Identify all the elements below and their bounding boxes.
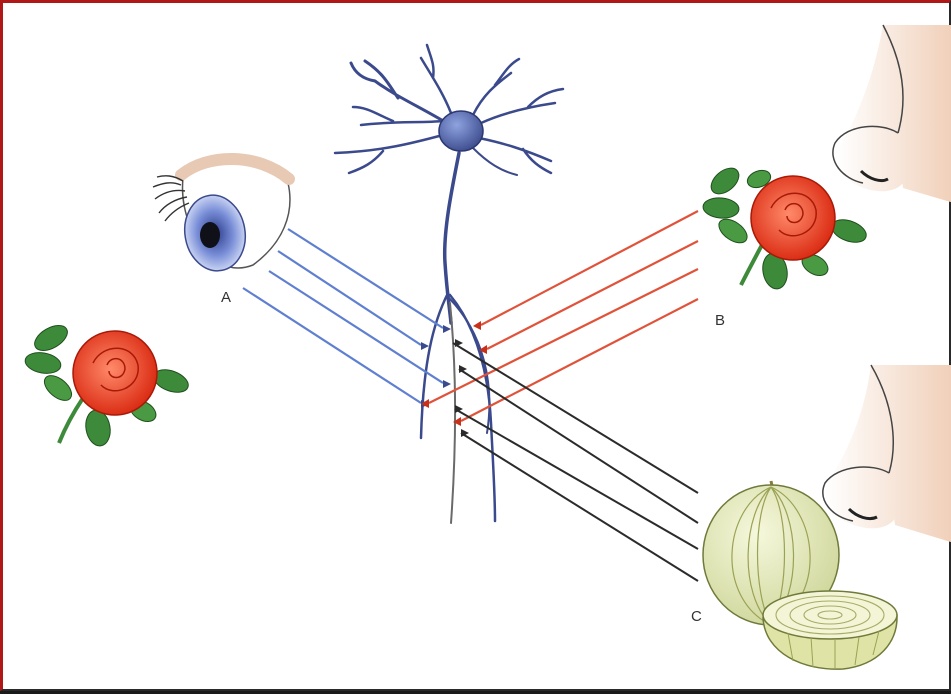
rose-icon bbox=[24, 320, 192, 447]
eye-icon bbox=[153, 159, 290, 276]
label-c: C bbox=[691, 608, 702, 625]
nose-icon bbox=[823, 365, 951, 543]
rose-icon bbox=[702, 163, 869, 291]
label-a: A bbox=[221, 289, 231, 306]
visual-pathway-lines bbox=[243, 229, 443, 403]
nose-icon bbox=[833, 25, 951, 203]
onion-smell-pathway-lines bbox=[453, 343, 698, 581]
neuron-convergence-diagram: A B bbox=[3, 3, 951, 694]
rose-smell-pathway-lines bbox=[429, 211, 698, 421]
neuron-soma bbox=[439, 111, 483, 151]
label-b: B bbox=[715, 312, 725, 329]
